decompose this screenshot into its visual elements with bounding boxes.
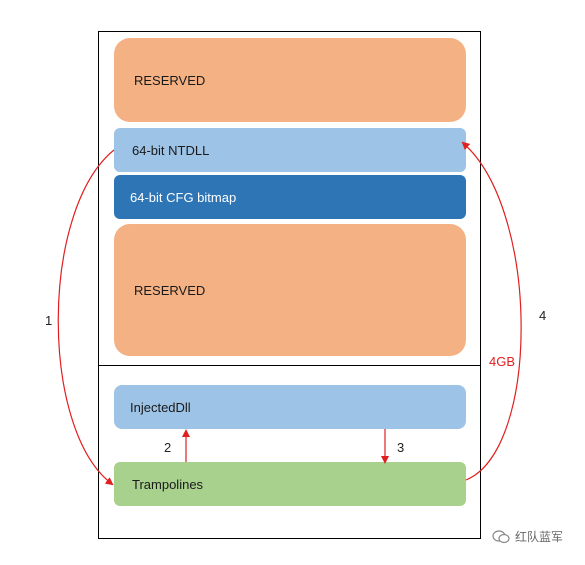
injected-dll-label: InjectedDll <box>130 399 191 415</box>
4gb-boundary-line <box>98 365 481 366</box>
reserved-top-label: RESERVED <box>134 72 206 88</box>
arrow-1-ntdll-to-trampolines <box>57 149 115 486</box>
reserved-bottom-label: RESERVED <box>134 282 206 298</box>
address-space-frame <box>98 31 481 539</box>
watermark-text: 红队蓝军 <box>514 530 563 544</box>
injected-dll-block: InjectedDll <box>114 385 466 429</box>
ntdll-label: 64-bit NTDLL <box>132 142 210 158</box>
wechat-icon <box>492 529 510 544</box>
cfg-bitmap-block: 64-bit CFG bitmap <box>114 175 466 219</box>
size-4gb-label: 4GB <box>489 354 516 369</box>
trampolines-block: Trampolines <box>114 462 466 506</box>
ntdll-block: 64-bit NTDLL <box>114 128 466 172</box>
watermark: 红队蓝军 <box>492 528 563 545</box>
arrow-3-label: 3 <box>397 440 405 455</box>
reserved-bottom-block: RESERVED <box>114 224 466 356</box>
arrow-1-label: 1 <box>45 313 53 328</box>
arrow-2-label: 2 <box>164 440 172 455</box>
reserved-top-block: RESERVED <box>114 38 466 122</box>
arrow-4-trampolines-to-ntdll <box>461 141 522 481</box>
trampolines-label: Trampolines <box>132 476 204 492</box>
arrow-4-label: 4 <box>539 308 547 323</box>
cfg-bitmap-label: 64-bit CFG bitmap <box>130 189 237 205</box>
